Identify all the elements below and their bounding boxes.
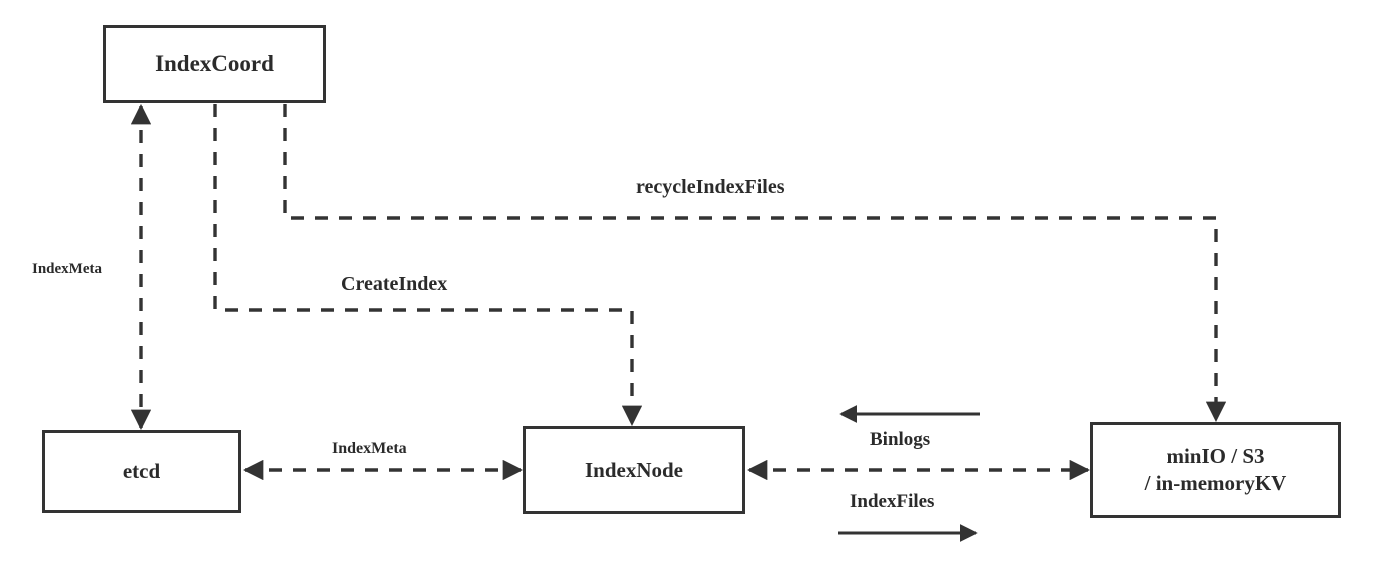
edge-label-create-index: CreateIndex — [337, 273, 452, 296]
node-indexnode-label: IndexNode — [584, 457, 684, 482]
node-indexcoord-label: IndexCoord — [155, 51, 274, 77]
node-etcd-label: etcd — [122, 459, 161, 484]
node-indexcoord[interactable]: IndexCoord — [103, 25, 326, 103]
edge-label-recycle-index-files: recycleIndexFiles — [632, 176, 789, 199]
edge-indexcoord-minio — [283, 104, 1227, 423]
node-minio-label: minIO / S3 / in-memoryKV — [1145, 443, 1287, 497]
node-minio-label-line2: / in-memoryKV — [1144, 471, 1287, 495]
edge-indexcoord-indexnode — [213, 104, 643, 427]
node-minio-label-line1: minIO / S3 — [1166, 444, 1265, 469]
node-minio[interactable]: minIO / S3 / in-memoryKV — [1090, 422, 1341, 518]
edge-label-index-meta-coord-etcd: IndexMeta — [28, 261, 106, 278]
node-indexnode[interactable]: IndexNode — [523, 426, 745, 514]
edge-label-index-meta-etcd-node: IndexMeta — [328, 440, 411, 458]
node-etcd[interactable]: etcd — [42, 430, 241, 513]
edge-label-index-files: IndexFiles — [846, 491, 939, 513]
edge-label-binlogs: Binlogs — [866, 429, 935, 451]
